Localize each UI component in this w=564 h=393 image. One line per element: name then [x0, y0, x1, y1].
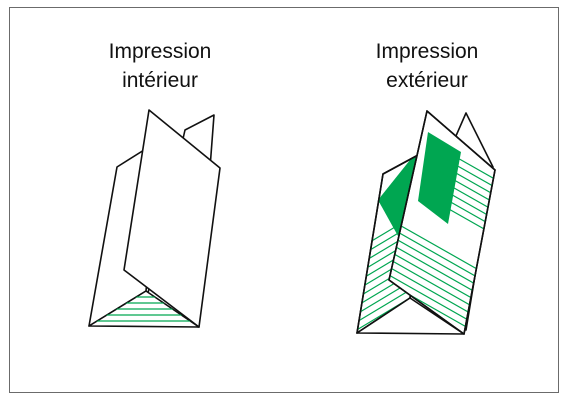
caption-inside-print: Impression intérieur [70, 37, 250, 95]
brochure-illustrations [88, 109, 496, 335]
caption-inside-line2: intérieur [122, 69, 198, 92]
trifold-brochure-outside-print-icon [356, 110, 496, 335]
outside-front-green-block [418, 132, 461, 224]
caption-inside-line1: Impression [108, 40, 212, 63]
caption-outside-line2: extérieur [386, 69, 468, 92]
outside-bottom-triangle [356, 297, 465, 335]
caption-outside-line1: Impression [375, 40, 479, 63]
trifold-brochure-inside-print-icon [88, 109, 221, 328]
caption-outside-print: Impression extérieur [337, 37, 517, 95]
inside-front-panel [123, 109, 221, 328]
